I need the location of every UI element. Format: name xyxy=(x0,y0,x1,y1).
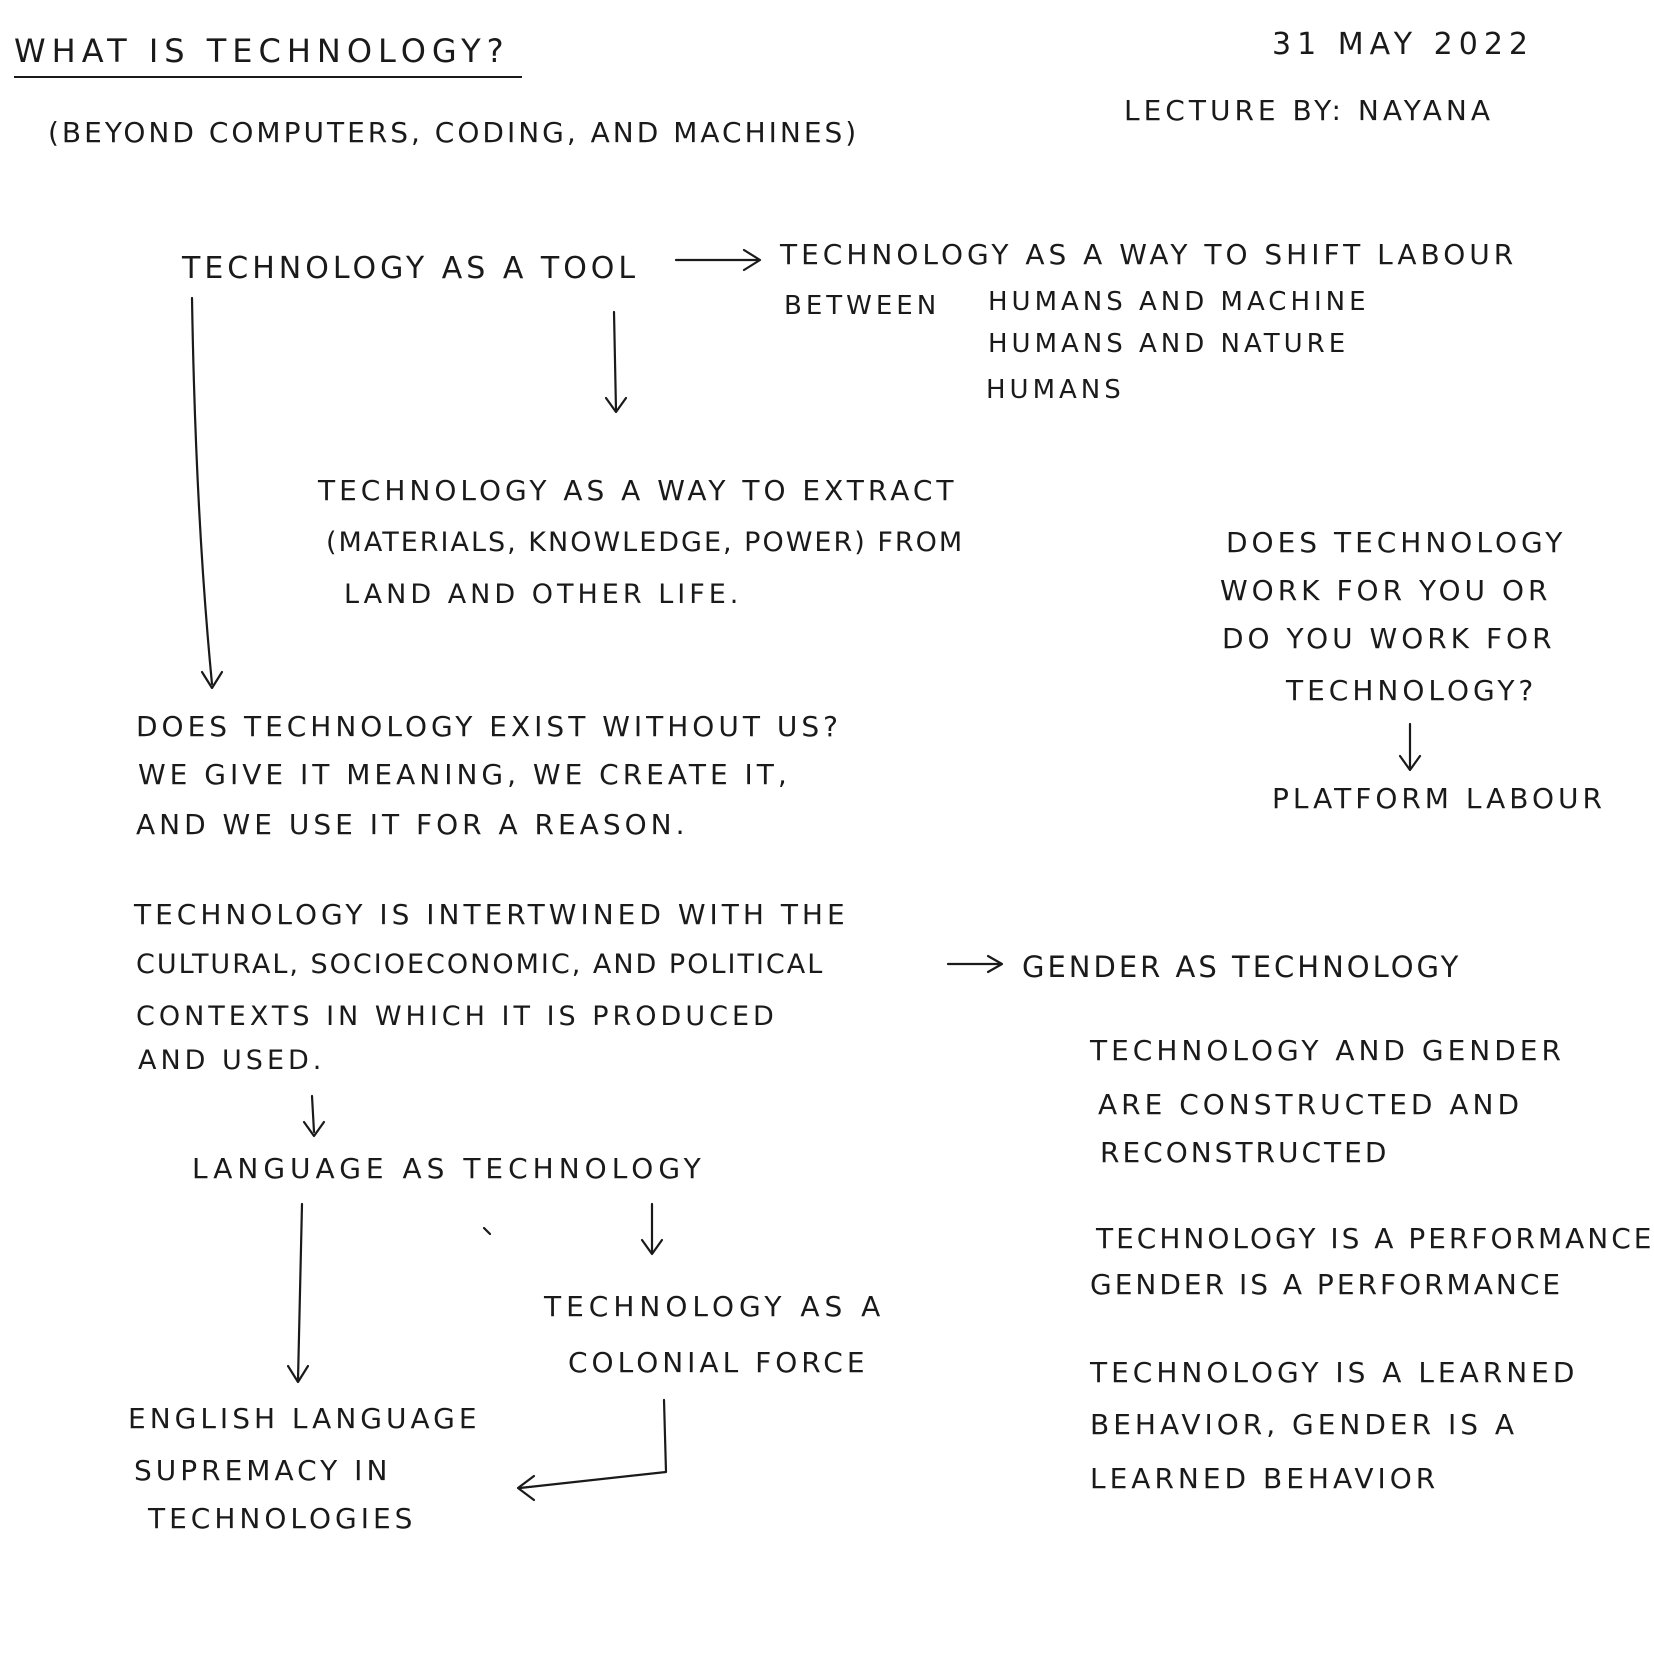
arrow-colonial-to-english xyxy=(516,1398,668,1502)
node-line: TECHNOLOGY IS A PERFORMANCE xyxy=(1096,1222,1654,1255)
node-line: ARE CONSTRUCTED AND xyxy=(1098,1088,1524,1121)
page-title: WHAT IS TECHNOLOGY? xyxy=(14,32,510,70)
node-line: CONTEXTS IN WHICH IT IS PRODUCED xyxy=(136,1001,778,1032)
arrow-language-to-english xyxy=(286,1202,310,1384)
node-line: AND USED. xyxy=(138,1045,326,1076)
node-line: ENGLISH LANGUAGE xyxy=(128,1402,481,1435)
node-line: WORK FOR YOU OR xyxy=(1220,574,1552,607)
node-line: TECHNOLOGY AS A WAY TO SHIFT LABOUR xyxy=(780,238,1518,271)
node-language: LANGUAGE AS TECHNOLOGY xyxy=(192,1152,706,1185)
node-line: TECHNOLOGIES xyxy=(148,1502,417,1535)
node-line: LAND AND OTHER LIFE. xyxy=(344,579,743,610)
node-line: LEARNED BEHAVIOR xyxy=(1090,1462,1440,1495)
node-line: HUMANS AND MACHINE xyxy=(988,287,1370,317)
arrow-tool-to-shift xyxy=(674,248,762,272)
node-line: WE GIVE IT MEANING, WE CREATE IT, xyxy=(138,758,791,791)
arrow-tool-to-exist xyxy=(190,296,224,690)
node-line: TECHNOLOGY? xyxy=(1286,674,1538,707)
node-line: GENDER IS A PERFORMANCE xyxy=(1090,1268,1564,1301)
node-tool: TECHNOLOGY AS A TOOL xyxy=(182,251,640,286)
node-line: DO YOU WORK FOR xyxy=(1222,622,1556,655)
arrow-tool-to-extract xyxy=(604,310,628,414)
node-line: HUMANS AND NATURE xyxy=(988,329,1350,359)
node-line: CULTURAL, SOCIOECONOMIC, AND POLITICAL xyxy=(136,949,825,980)
node-line: TECHNOLOGY AS A WAY TO EXTRACT xyxy=(318,474,958,507)
node-line: (MATERIALS, KNOWLEDGE, POWER) FROM xyxy=(326,527,965,558)
node-platform-labour: PLATFORM LABOUR xyxy=(1272,782,1606,815)
node-line: BEHAVIOR, GENDER IS A xyxy=(1090,1408,1519,1441)
node-line: TECHNOLOGY AND GENDER xyxy=(1090,1034,1565,1067)
arrow-workfor-to-platform xyxy=(1398,722,1422,772)
node-line: TECHNOLOGY IS A LEARNED xyxy=(1090,1356,1579,1389)
node-line: DOES TECHNOLOGY xyxy=(1226,526,1567,559)
node-line: COLONIAL FORCE xyxy=(568,1346,869,1379)
arrow-intertwined-to-gender xyxy=(946,954,1004,974)
node-gender: GENDER AS TECHNOLOGY xyxy=(1022,950,1462,984)
node-line: AND WE USE IT FOR A REASON. xyxy=(136,808,689,841)
title-underline xyxy=(14,76,522,78)
node-line: TECHNOLOGY AS A xyxy=(544,1290,886,1323)
node-line: TECHNOLOGY IS INTERTWINED WITH THE xyxy=(134,898,849,931)
node-line: DOES TECHNOLOGY EXIST WITHOUT US? xyxy=(136,710,842,743)
arrow-language-to-colonial xyxy=(640,1202,664,1256)
node-line: RECONSTRUCTED xyxy=(1100,1136,1390,1169)
arrow-intertwined-to-language xyxy=(302,1094,326,1138)
date-label: 31 MAY 2022 xyxy=(1272,27,1534,62)
page-subtitle: (BEYOND COMPUTERS, CODING, AND MACHINES) xyxy=(48,116,860,149)
node-line: HUMANS xyxy=(986,375,1125,405)
node-line: BETWEEN xyxy=(784,291,941,321)
stray-pen-mark xyxy=(482,1226,492,1236)
lecture-label: LECTURE BY: NAYANA xyxy=(1124,94,1494,127)
node-line: SUPREMACY IN xyxy=(134,1454,392,1487)
